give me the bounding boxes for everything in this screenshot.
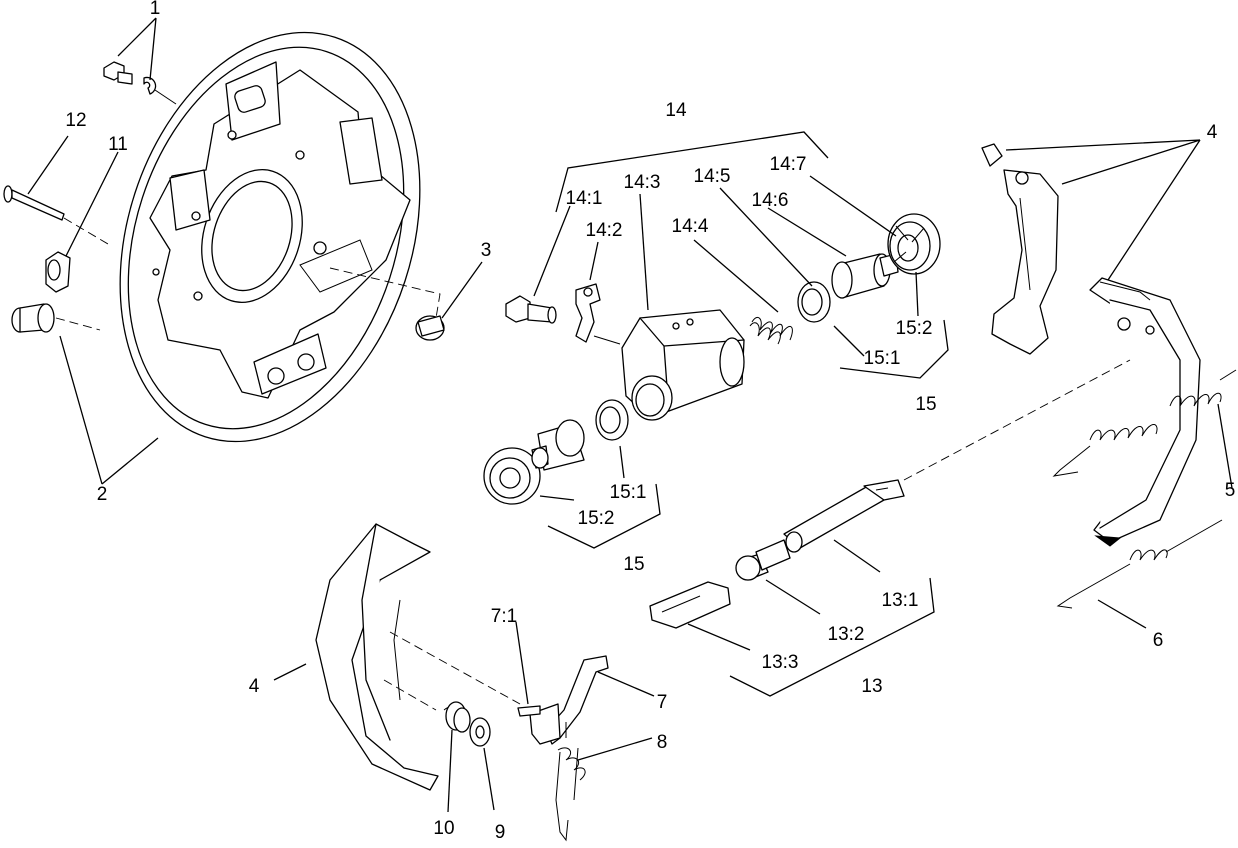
part-15-1-cup-left [595,399,629,441]
callout-15-1-left: 15:1 [610,482,647,503]
callout-15-1-right: 15:1 [864,348,901,369]
part-3-plug [329,267,445,341]
callout-5: 5 [1225,480,1236,501]
callout-7: 7 [657,692,668,713]
callout-14: 14 [665,100,687,121]
callout-13-1: 13:1 [882,590,919,611]
callout-9: 9 [495,822,506,843]
part-12-hold-down-pin [3,185,109,245]
part-2-bushing [11,303,101,333]
callout-4-top: 4 [1207,122,1218,143]
part-15-2-boot-left [483,447,541,505]
backing-plate [119,31,421,443]
callout-14-7: 14:7 [770,154,807,175]
part-8-spring [555,722,586,842]
callout-12: 12 [65,110,86,131]
callout-8: 8 [657,732,668,753]
callout-13-3: 13:3 [762,652,799,673]
part-14-3-wheel-cylinder [593,309,745,421]
piston-left [531,419,585,471]
part-13-1-adjuster-sleeve [783,359,1131,553]
callout-10: 10 [433,818,454,839]
part-4-brake-shoe-right [1089,277,1201,547]
part-13-3-adjuster-fork [649,581,731,629]
callout-14-2: 14:2 [586,220,623,241]
callout-14-6: 14:6 [752,190,789,211]
callout-14-1: 14:1 [566,188,603,209]
callout-2: 2 [97,484,108,505]
part-14-1-bleeder-screw [505,295,557,324]
part-14-4-spring [749,317,793,345]
part-4-parking-lever [981,143,1059,355]
part-4-brake-shoe-left [315,523,521,791]
part-7-adjuster-lever [517,655,609,745]
callout-14-3: 14:3 [624,172,661,193]
part-14-7-boot-right [887,213,941,275]
callout-13: 13 [861,676,882,697]
part-14-6-piston [831,253,899,299]
callout-14-4: 14:4 [672,216,709,237]
callout-3: 3 [481,240,492,261]
part-11-plug [45,251,71,293]
callout-1: 1 [150,0,161,19]
part-6-spring [1056,519,1223,609]
callout-labels: 1 12 11 3 2 14 14:1 14:2 14:3 14:4 14:5 … [65,0,1235,843]
callout-6: 6 [1153,630,1164,651]
part-5-return-spring [1052,369,1237,477]
callout-11: 11 [108,134,128,155]
part-14-2-clip [575,283,601,343]
callout-15-2-right: 15:2 [896,318,933,339]
leader-lines [27,17,1233,813]
callout-15-2-left: 15:2 [578,508,615,529]
part-13-2-adjuster-screw [735,539,791,581]
part-1-bolt-and-washer [103,61,177,105]
callout-15-right: 15 [915,394,936,415]
part-15-1-cup-right [797,281,831,323]
callout-4-bottom: 4 [249,676,260,697]
callout-7-1: 7:1 [491,606,517,627]
part-9-washer [469,717,491,747]
callout-13-2: 13:2 [828,624,865,645]
callout-15-left: 15 [623,554,644,575]
part-10-spring [443,701,471,733]
callout-14-5: 14:5 [694,166,731,187]
